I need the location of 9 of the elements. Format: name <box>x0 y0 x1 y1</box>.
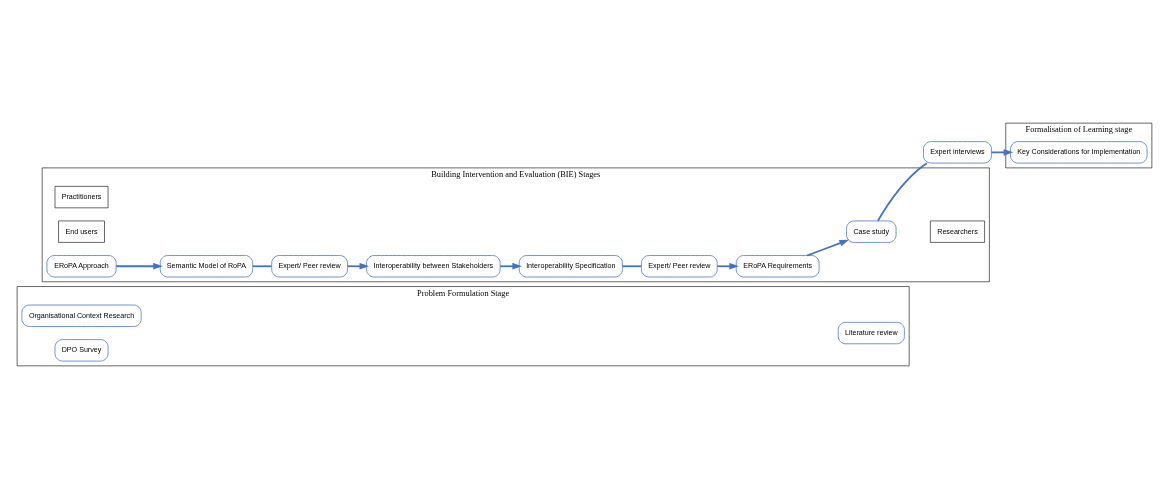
arrow <box>346 262 370 270</box>
arrow <box>499 262 522 270</box>
connector <box>252 264 273 267</box>
arrow <box>115 262 163 270</box>
connector <box>876 161 928 222</box>
arrow <box>990 148 1014 156</box>
arrow <box>716 262 739 270</box>
arrow <box>806 239 850 256</box>
connector <box>621 264 643 267</box>
